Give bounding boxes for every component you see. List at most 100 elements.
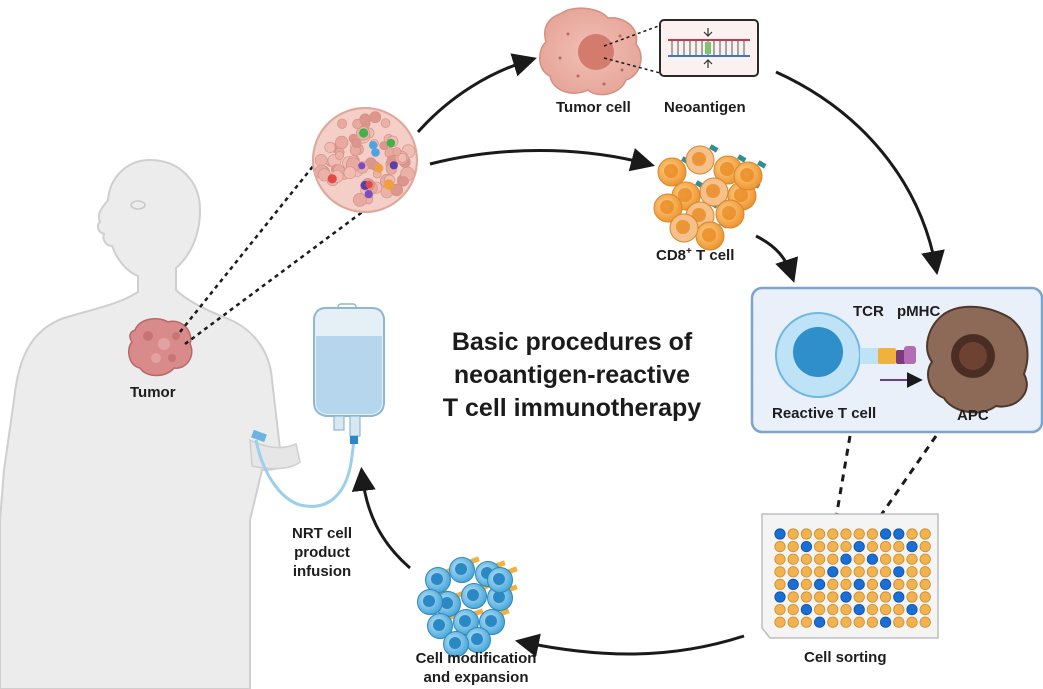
well-negative <box>906 553 918 565</box>
well-negative <box>893 616 905 628</box>
well-negative <box>906 528 918 540</box>
arrow-to-apc-box <box>775 70 945 276</box>
well-negative <box>840 603 852 616</box>
well-plate-icon <box>761 513 939 639</box>
well-negative <box>853 553 865 565</box>
well-negative <box>840 540 852 553</box>
well-negative <box>774 603 786 616</box>
biopsy-immune-cell <box>369 141 378 150</box>
nrt-infusion-line-3: infusion <box>292 563 352 580</box>
well-positive <box>906 540 918 553</box>
biopsy-cell <box>343 166 357 179</box>
title-line-2: neoantigen-reactive <box>453 361 691 389</box>
well-negative <box>866 578 879 591</box>
biopsy-cell <box>335 151 344 160</box>
well-negative <box>906 578 918 591</box>
biopsy-cell <box>335 135 349 149</box>
cd8-t-cell-cluster-icon <box>653 144 767 251</box>
cd8-t-cell-nucleus <box>720 162 734 176</box>
expanded-t-cell-nucleus <box>485 615 497 627</box>
well-positive <box>853 603 865 616</box>
well-negative <box>813 553 826 565</box>
cd8-t-cell-nucleus <box>678 188 692 202</box>
well-negative <box>774 578 786 591</box>
title-line-1: Basic procedures of <box>451 328 693 356</box>
biopsy-cell <box>390 183 404 197</box>
well-negative <box>827 540 839 553</box>
apc-cell-icon <box>926 305 1029 414</box>
neoantigen-zoom-line-top <box>603 23 665 47</box>
biopsy-cell <box>324 141 336 153</box>
well-negative <box>827 578 839 591</box>
biopsy-immune-cell <box>371 148 380 157</box>
well-negative <box>866 566 879 578</box>
well-negative <box>906 591 918 603</box>
nrt-infusion-line-1: NRT cell <box>291 525 352 542</box>
well-negative <box>840 528 852 540</box>
well-negative <box>906 616 918 628</box>
tcr-receptor <box>709 144 719 153</box>
well-positive <box>853 578 865 591</box>
well-negative <box>827 528 839 540</box>
human-silhouette-icon <box>0 158 301 689</box>
well-negative <box>879 566 892 578</box>
well-negative <box>840 616 852 628</box>
cd8-t-cell-label: CD8+ T cell <box>656 242 734 265</box>
biopsy-cell <box>398 176 409 187</box>
cell-sorting-label: Cell sorting <box>804 649 887 666</box>
well-negative <box>879 553 892 565</box>
well-negative <box>787 540 799 553</box>
well-negative <box>893 540 905 553</box>
biopsy-immune-cell <box>327 174 337 184</box>
well-positive <box>774 591 786 603</box>
well-negative <box>813 528 826 540</box>
arrow-cd8-to-apc-box <box>755 234 799 283</box>
cell-modification-line-1: Cell modification <box>415 650 537 667</box>
well-negative <box>919 616 931 628</box>
well-negative <box>919 553 931 565</box>
well-positive <box>853 540 865 553</box>
well-negative <box>853 528 865 540</box>
expanded-cells-icon <box>417 556 518 657</box>
tumor-biopsy-icon <box>312 107 418 213</box>
tumor-label: Tumor <box>130 384 176 401</box>
cd8-t-cell-nucleus <box>676 220 690 234</box>
well-negative <box>800 578 813 591</box>
expanded-t-cell-nucleus <box>423 595 435 607</box>
tumor-mass-icon <box>127 317 193 377</box>
biopsy-immune-cell <box>365 181 373 189</box>
well-positive <box>800 603 813 616</box>
cell-modification-label: Cell modification and expansion <box>402 649 550 687</box>
well-negative <box>827 603 839 616</box>
expanded-t-cell-nucleus <box>433 619 445 631</box>
reactive-t-cell-label: Reactive T cell <box>772 405 877 422</box>
iv-cannula-icon <box>251 429 267 443</box>
well-negative <box>853 566 865 578</box>
well-positive <box>893 591 905 603</box>
dna-neoantigen-icon <box>659 19 759 77</box>
cd8-t-cell-nucleus <box>702 228 716 242</box>
biopsy-immune-cell <box>359 128 369 138</box>
well-negative <box>827 591 839 603</box>
title-line-3: T cell immunotherapy <box>442 394 702 422</box>
well-negative <box>813 566 826 578</box>
cd8-t-cell-nucleus <box>734 188 748 202</box>
neoantigen-label: Neoantigen <box>664 99 746 116</box>
well-negative <box>787 553 799 565</box>
biopsy-cell <box>337 118 348 129</box>
cd8-label-sup: + <box>686 246 692 257</box>
well-negative <box>800 566 813 578</box>
well-negative <box>787 566 799 578</box>
well-negative <box>774 566 786 578</box>
well-positive <box>906 603 918 616</box>
biopsy-immune-cell <box>374 163 384 173</box>
well-negative <box>787 591 799 603</box>
well-negative <box>879 540 892 553</box>
cd8-t-cell-nucleus <box>692 152 706 166</box>
well-negative <box>919 603 931 616</box>
well-negative <box>893 553 905 565</box>
well-negative <box>800 616 813 628</box>
well-negative <box>893 603 905 616</box>
biopsy-immune-cell <box>358 162 366 170</box>
expanded-t-cell-nucleus <box>471 633 483 645</box>
